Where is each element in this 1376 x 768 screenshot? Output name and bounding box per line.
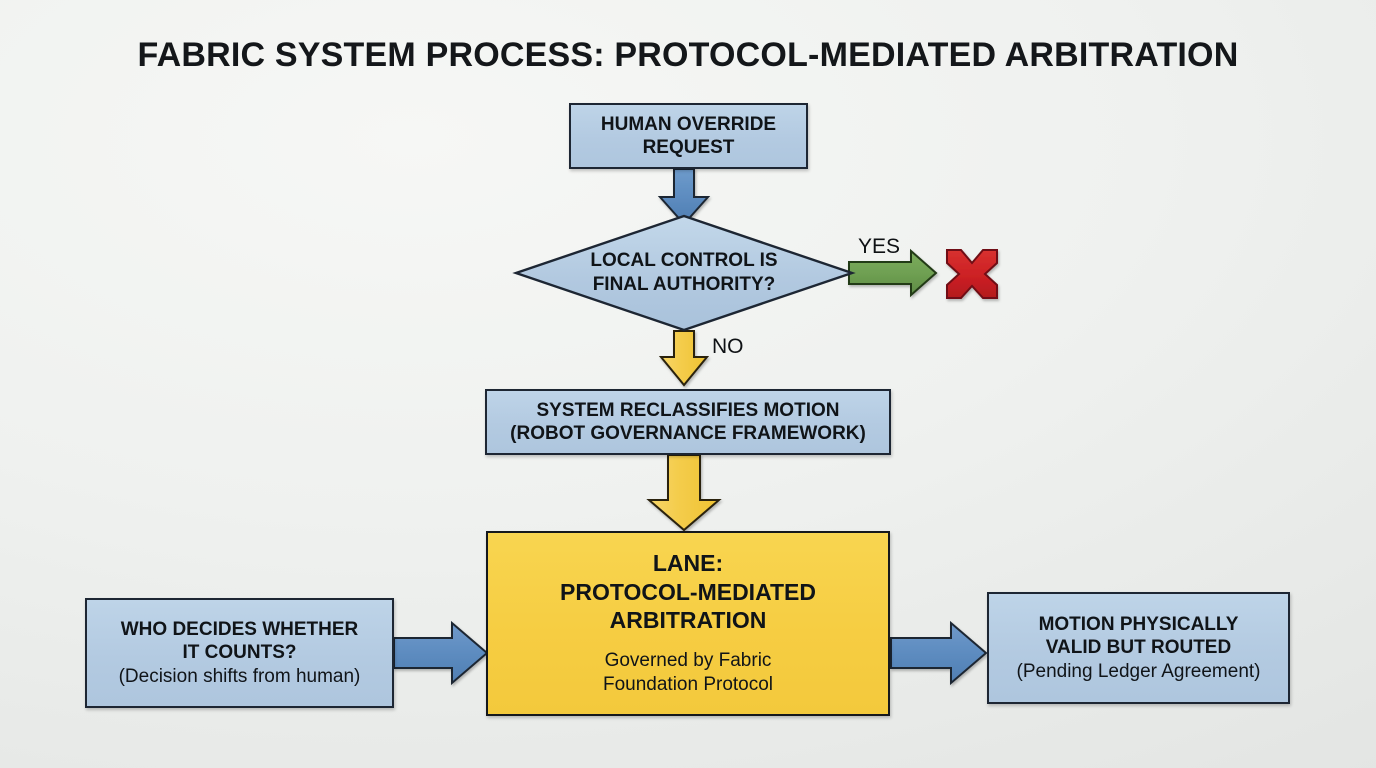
diamond-shape (512, 214, 856, 332)
node-line: (Pending Ledger Agreement) (1016, 660, 1261, 682)
node-lane[interactable]: LANE: PROTOCOL-MEDIATED ARBITRATION Gove… (486, 531, 890, 716)
node-line: LANE: (652, 550, 724, 577)
reject-x-icon[interactable] (946, 249, 998, 299)
edge-label-yes: YES (858, 235, 901, 258)
node-system-reclassifies[interactable]: SYSTEM RECLASSIFIES MOTION (ROBOT GOVERN… (485, 389, 891, 455)
node-human-override-request[interactable]: HUMAN OVERRIDE REQUEST (569, 103, 808, 169)
lane-title: LANE: PROTOCOL-MEDIATED ARBITRATION (560, 549, 816, 635)
node-line: ARBITRATION (609, 607, 767, 634)
node-line: HUMAN OVERRIDE (600, 113, 777, 135)
node-line: WHO DECIDES WHETHER (120, 619, 359, 641)
node-line: VALID BUT ROUTED (1045, 637, 1232, 659)
node-line: (Decision shifts from human) (118, 665, 361, 687)
edge-decision-yes[interactable] (848, 248, 938, 298)
node-line: IT COUNTS? (182, 642, 297, 664)
page-title: FABRIC SYSTEM PROCESS: PROTOCOL-MEDIATED… (137, 36, 1239, 74)
node-line: SYSTEM RECLASSIFIES MOTION (536, 399, 840, 421)
node-line: PROTOCOL-MEDIATED (560, 578, 816, 605)
edge-lane-to-motion[interactable] (890, 620, 988, 686)
node-line: Foundation Protocol (602, 674, 774, 696)
edge-who-to-lane[interactable] (393, 620, 489, 686)
node-line: MOTION PHYSICALLY (1038, 614, 1239, 636)
node-decision-local-control[interactable]: LOCAL CONTROL IS FINAL AUTHORITY? (512, 214, 856, 332)
node-line: (ROBOT GOVERNANCE FRAMEWORK) (510, 423, 866, 444)
edge-label-no: NO (712, 335, 744, 358)
edge-decision-no[interactable] (658, 330, 710, 387)
edge-request-to-decision[interactable] (657, 168, 711, 226)
node-who-decides[interactable]: WHO DECIDES WHETHER IT COUNTS? (Decision… (85, 598, 394, 708)
node-motion-routed[interactable]: MOTION PHYSICALLY VALID BUT ROUTED (Pend… (987, 592, 1290, 704)
edge-reclassify-to-lane[interactable] (646, 454, 722, 532)
node-line: REQUEST (642, 137, 735, 158)
node-line: Governed by Fabric (604, 649, 772, 671)
lane-subtitle: Governed by Fabric Foundation Protocol (603, 649, 773, 698)
